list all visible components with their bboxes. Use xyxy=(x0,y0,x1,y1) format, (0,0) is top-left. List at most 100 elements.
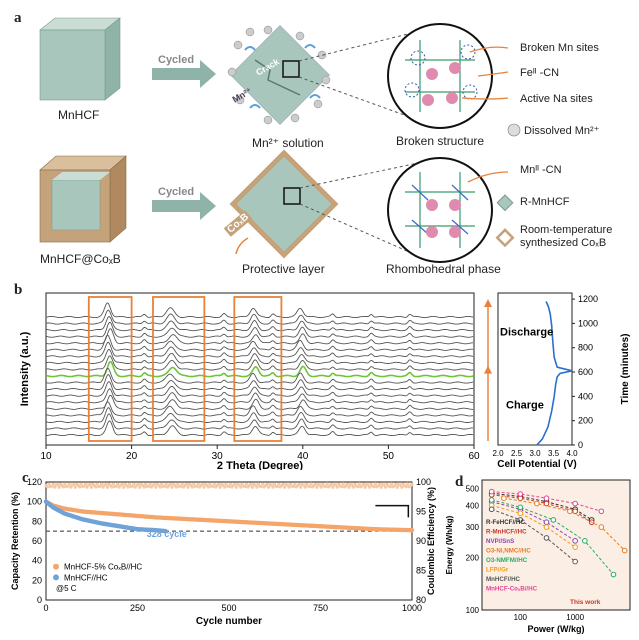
ce-point xyxy=(130,484,134,488)
capacity-point xyxy=(409,527,415,533)
ce-point xyxy=(388,485,392,489)
ce-point xyxy=(291,484,296,489)
legend-dissolved-mn: Dissolved Mn²⁺ xyxy=(524,125,600,137)
ce-point xyxy=(174,485,178,489)
ce-point xyxy=(240,482,244,486)
ragone-point xyxy=(582,538,588,544)
ce-point xyxy=(243,484,247,488)
ragone-point xyxy=(517,517,524,523)
xrd-x-tick-label: 10 xyxy=(40,451,52,462)
cyc-y-tick-label: 0 xyxy=(37,595,42,605)
ce-point xyxy=(143,482,148,486)
ce-point xyxy=(266,485,271,489)
ce-point xyxy=(351,485,356,489)
cycled-label-2: Cycled xyxy=(158,186,195,198)
ragone-point xyxy=(572,544,578,550)
cyc-y2-tick-label: 90 xyxy=(416,536,426,546)
ce-point xyxy=(406,482,410,486)
cycled-arrow-2 xyxy=(152,192,216,220)
legend-synth-coxb: synthesized CoₓB xyxy=(520,237,607,249)
ragone-point xyxy=(488,506,495,513)
ce-point xyxy=(389,482,394,486)
xrd-x-tick-label: 50 xyxy=(383,451,395,462)
ce-point xyxy=(79,482,83,486)
ce-point xyxy=(379,485,383,489)
ce-point xyxy=(201,482,205,486)
ce-point xyxy=(152,482,156,487)
ce-point xyxy=(281,482,285,486)
ce-point xyxy=(227,484,231,488)
ce-point xyxy=(234,485,238,489)
cp-x-tick-label: 2.0 xyxy=(492,449,504,458)
ragone-point xyxy=(517,504,524,511)
ce-point xyxy=(331,485,335,489)
cp-x-tick-label: 3.5 xyxy=(548,449,560,458)
ce-point xyxy=(249,482,253,486)
ce-point xyxy=(195,484,199,488)
xrd-pattern-line xyxy=(45,367,474,384)
dissolved-mn-icon xyxy=(507,123,521,137)
ce-point xyxy=(217,482,221,486)
ce-point xyxy=(384,485,388,489)
ce-point xyxy=(162,484,167,488)
ce-point xyxy=(212,482,216,486)
ce-point xyxy=(378,482,382,486)
legend-text-coxb: MnHCF-5% CoₓB//HC xyxy=(64,563,142,572)
ce-point xyxy=(120,482,124,487)
cyc-y2-axis-title: Coulombic Efficiency (%) xyxy=(426,487,436,595)
broken-structure-circle xyxy=(387,23,493,129)
ragone-point xyxy=(488,488,495,495)
ce-point xyxy=(179,484,183,488)
ragone-y-axis-title: Energy (Wh/kg) xyxy=(445,515,454,574)
xrd-pattern-line xyxy=(46,334,474,351)
ce-point xyxy=(184,482,189,486)
ragone-frame xyxy=(481,479,631,611)
ce-point xyxy=(265,482,269,486)
ce-point xyxy=(244,482,249,486)
ragone-point xyxy=(517,510,524,517)
this-work-label: This work xyxy=(570,599,601,606)
ce-point xyxy=(410,482,414,486)
cyc-frame xyxy=(45,481,413,601)
ce-point xyxy=(224,482,228,486)
ce-point xyxy=(233,482,237,486)
cycle-annotation: 328 cycle xyxy=(147,529,187,539)
cyc-y-tick-label: 60 xyxy=(32,536,42,546)
ce-point xyxy=(72,482,76,487)
ce-point xyxy=(121,485,126,489)
ce-point xyxy=(372,485,376,489)
mnhcf-coxb-cube xyxy=(39,155,127,243)
ce-point xyxy=(180,482,184,486)
cyc-y2-tick-label: 95 xyxy=(416,507,426,517)
cp-y-tick-label: 800 xyxy=(578,343,593,353)
ce-point xyxy=(168,482,173,486)
ragone-series-line xyxy=(491,504,576,548)
ce-point xyxy=(67,482,72,486)
xrd-pattern-line xyxy=(46,373,474,391)
ragone-x-tick-label: 1000 xyxy=(566,613,584,622)
ce-point xyxy=(218,485,222,489)
ce-point xyxy=(47,482,51,486)
ragone-point xyxy=(488,497,495,503)
ragone-point xyxy=(572,558,578,565)
legend-r-mnhcf: R-MnHCF xyxy=(520,196,570,208)
ce-point xyxy=(228,482,233,486)
ragone-legend-text: R-FeHCF//HC xyxy=(486,519,525,526)
cp-y-axis-title: Time (minutes) xyxy=(620,334,631,405)
ragone-y-tick-label: 400 xyxy=(466,501,480,510)
ce-point xyxy=(164,482,168,486)
ce-point xyxy=(373,482,377,486)
cp-y-tick-label: 600 xyxy=(578,367,593,377)
ce-point xyxy=(325,482,329,486)
xrd-pattern-line xyxy=(45,322,474,338)
ragone-point xyxy=(572,538,578,544)
cp-x-axis-title: Cell Potential (V) xyxy=(497,459,576,470)
ragone-y-tick-label: 500 xyxy=(466,485,480,494)
discharge-arrowhead xyxy=(484,299,492,307)
ce-point xyxy=(363,485,367,489)
legend-text-rate: @5 C xyxy=(56,584,77,593)
ce-point xyxy=(356,484,360,489)
ce-point xyxy=(340,484,344,489)
